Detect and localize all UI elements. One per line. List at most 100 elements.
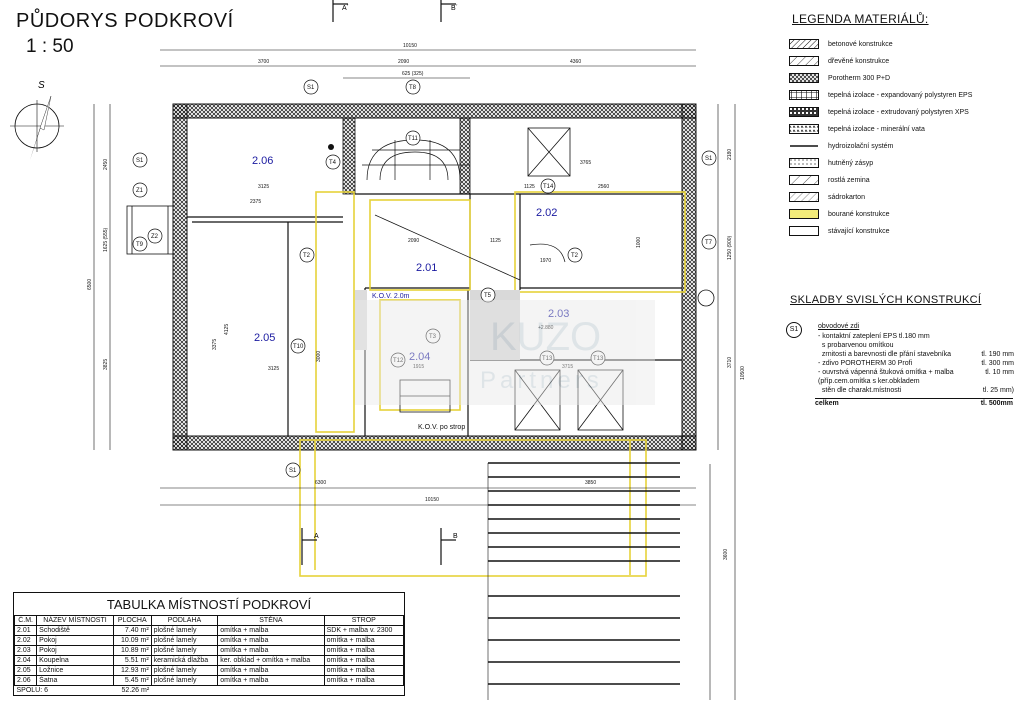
table-cell: Koupelna (36, 655, 114, 666)
table-cell: 2.02 (13, 635, 38, 646)
dim-inner-6: 2560 (598, 184, 609, 190)
tag-s1-bottom: S1 (289, 468, 297, 474)
tag-t13-a: T13 (542, 356, 553, 362)
staircase (362, 139, 566, 281)
tag-bubbles (132, 79, 717, 478)
column-header: NÁZEV MÍSTNOSTI (36, 615, 114, 626)
tag-t13-b: T13 (593, 356, 604, 362)
legend-label: hutněný zásyp (828, 159, 874, 167)
composition-line-value: tl. 25 mm) (982, 387, 1014, 394)
composition-line: (příp.cem.omítka s ker.obkladem (818, 378, 1014, 385)
legend-item: betonové konstrukce (789, 37, 893, 51)
legend-label: rostlá zemina (828, 176, 870, 184)
legend-label: dřevěné konstrukce (828, 57, 890, 65)
rooms-table-title: TABULKA MÍSTNOSTÍ PODKROVÍ (106, 597, 312, 612)
legend-item: Porotherm 300 P+D (789, 71, 890, 85)
table-cell: omítka + malba (217, 645, 325, 656)
table-cell: 12.93 m² (112, 665, 152, 676)
table-cell: 5.51 m² (112, 655, 152, 666)
legend-label: tepelná izolace - minerální vata (828, 125, 925, 133)
legend-item: tepelná izolace - expandovaný polystyren… (789, 88, 972, 102)
dim-left-mid: 1625 (555) (103, 227, 109, 252)
room-2-02: 2.02 (536, 207, 557, 219)
table-cell: 7.40 m² (112, 625, 152, 636)
table-cell: plošné lamely (150, 635, 219, 646)
composition-line-text: zrnitosti a barevnosti dle přání stavebn… (818, 351, 952, 358)
composition-total: celkem tl. 500mm (815, 398, 1013, 407)
dim-bottom-right: 3850 (585, 480, 596, 486)
composition-title: SKLADBY SVISLÝCH KONSTRUKCÍ (790, 294, 982, 306)
room-2-04: 2.04 (409, 351, 430, 363)
legend-label: betonové konstrukce (828, 40, 893, 48)
legend-label: tepelná izolace - expandovaný polystyren… (828, 91, 973, 99)
legend-swatch (789, 226, 819, 236)
column-header: PODLAHA (150, 615, 219, 626)
dim-inner-10: 1915 (413, 364, 424, 370)
dim-seg-left: 3700 (258, 59, 269, 65)
tag-t14: T14 (543, 184, 554, 190)
drain-pipe (697, 289, 715, 307)
column-header: STROP (323, 615, 405, 626)
table-cell: omítka + malba (323, 655, 405, 666)
dim-sub-mid: 625 (325) (402, 71, 424, 77)
dimension-lines (93, 49, 736, 700)
table-cell: Pokoj (36, 645, 114, 656)
room-2-03: 2.03 (548, 308, 569, 320)
table-cell: plošné lamely (150, 625, 219, 636)
legend-swatch (789, 90, 819, 100)
dim-inner-9: 3715 (562, 364, 573, 370)
drawing-title: PŮDORYS PODKROVÍ (16, 10, 234, 32)
legend-item: hydroizolační systém (789, 139, 893, 153)
table-cell: 2.03 (13, 645, 38, 656)
legend-item: hutněný zásyp (789, 156, 873, 170)
tag-s1-top: S1 (307, 85, 315, 91)
tag-t4: T4 (329, 160, 337, 166)
table-cell: Ložnice (36, 665, 114, 676)
dim-seg-mid: 2090 (398, 59, 409, 65)
legend-swatch (789, 73, 819, 83)
dim-inner-4: 2090 (408, 238, 419, 244)
legend-label: sádrokarton (828, 193, 865, 201)
table-cell: omítka + malba (217, 635, 325, 646)
table-cell: omítka + malba (217, 625, 325, 636)
table-cell: omítka + malba (217, 665, 325, 676)
note-kov-bottom: K.O.V. po strop (418, 424, 465, 431)
room-2-05: 2.05 (254, 332, 275, 344)
column-header: PLOCHA (112, 615, 152, 626)
legend-item: sádrokarton (789, 190, 865, 204)
tag-t8: T8 (409, 85, 417, 91)
legend-swatch (789, 175, 819, 185)
watermark-line2: Partners (480, 367, 603, 394)
legend-item: stávající konstrukce (789, 224, 889, 238)
marker-dot (328, 144, 334, 150)
table-cell: keramická dlažba (150, 655, 219, 666)
legend-label: Porotherm 300 P+D (828, 74, 891, 82)
dim-inner-15: 3765 (580, 160, 591, 166)
dim-bottom-total: 10150 (425, 497, 439, 503)
dim-inner-7: 1125 (524, 184, 535, 190)
table-cell: omítka + malba (323, 635, 405, 646)
composition-line: s probarvenou omítkou (818, 342, 1014, 349)
composition-line-text: - kontaktní zateplení EPS tl.180 mm (818, 333, 930, 340)
room-2-01: 2.01 (416, 262, 437, 274)
legend-swatch (789, 107, 819, 117)
table-cell: Schodiště (36, 625, 114, 636)
legend-item: rostlá zemina (789, 173, 870, 187)
table-cell: 2.05 (13, 665, 38, 676)
composition-line-text: - zdivo POROTHERM 30 Profi (818, 360, 913, 367)
left-entry (126, 205, 174, 255)
table-cell: plošné lamely (150, 645, 219, 656)
legend-label: hydroizolační systém (828, 142, 894, 150)
dim-right-total: 10500 (740, 366, 746, 380)
legend-item: tepelná izolace - extrudovaný polystyren… (789, 105, 969, 119)
section-a-top: A´ (342, 5, 349, 12)
watermark-logo: KUZO Partners (355, 300, 655, 405)
table-cell: plošné lamely (150, 675, 219, 686)
section-a-bottom: A (314, 533, 319, 540)
north-label: S (38, 80, 45, 91)
tag-z2: Z2 (151, 234, 159, 240)
composition-line: zrnitosti a barevnosti dle přání stavebn… (818, 351, 1014, 358)
dim-total-width: 10150 (403, 43, 417, 49)
